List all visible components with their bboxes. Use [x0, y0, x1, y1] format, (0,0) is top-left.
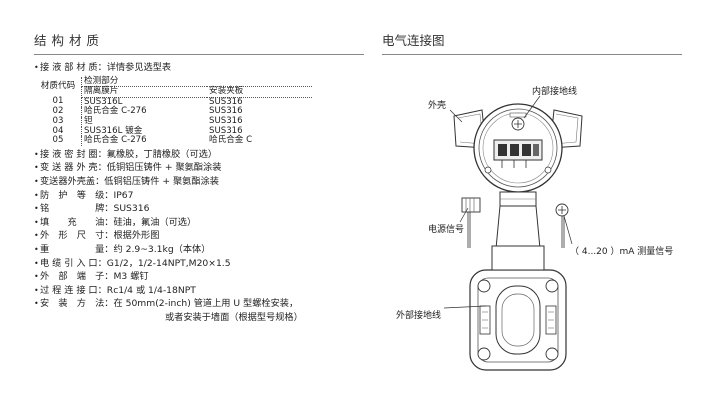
flange-bolt: [477, 347, 491, 361]
cable-left: [467, 212, 471, 248]
flange-bolt: [477, 279, 491, 293]
terminal-2: [510, 144, 519, 156]
terminal-3: [522, 144, 531, 156]
table-row: 05 哈氏合金 C-276 哈氏合金 C: [36, 136, 312, 146]
table-row: 01 SUS316L SUS316: [36, 96, 312, 108]
row-flange: SUS316: [209, 106, 243, 117]
electrical-connection-section: 电气连接图: [382, 30, 682, 390]
spec-housing-cover: 变送器外壳盖：低铜铝压铸件 + 聚氨酯涂装: [34, 175, 364, 189]
cable-gland-left: [461, 197, 481, 213]
sensor-body: [491, 245, 545, 271]
label-power-signal: 电源信号: [428, 223, 464, 235]
row-diaphragm: SUS316L: [81, 97, 207, 108]
spec-weight: 重 量：约 2.9~3.1kg（本体）: [34, 243, 364, 257]
row-diaphragm: 哈氏合金 C-276: [81, 136, 207, 146]
code-header: 材质代码: [40, 81, 76, 92]
terminal-1: [498, 144, 507, 156]
section-title: 电气连接图: [382, 30, 682, 55]
spec-nameplate: 铭 牌：SUS316: [34, 202, 364, 216]
row-flange: SUS316: [209, 96, 243, 107]
group-header: 检测部分: [81, 76, 312, 88]
row-code: 02: [52, 106, 64, 117]
table-row: 03 钽 SUS316: [36, 115, 312, 127]
spec-process-connection: 过 程 连 接 口：Rc1/4 或 1/4-18NPT: [34, 284, 364, 298]
table-row: 04 SUS316L 镀金 SUS316: [36, 125, 312, 137]
row-flange: 哈氏合金 C: [209, 135, 253, 146]
row-diaphragm: 钽: [81, 116, 207, 127]
connection-diagram: 外壳 内部接地线 电源信号 （ 4...20 ）mA 测量信号 外部接地线: [396, 85, 673, 371]
label-external-ground: 外部接地线: [396, 309, 441, 321]
process-port: [495, 285, 541, 355]
spec-mounting: 安 装 方 法：在 50mm(2-inch) 管道上用 U 型螺栓安装，: [34, 297, 364, 311]
row-code: 05: [52, 135, 64, 146]
leader-measure-signal: [563, 215, 573, 245]
leader-external-ground: [443, 305, 487, 309]
spec-terminal: 外 部 端 子：M3 螺钉: [34, 270, 364, 284]
spec-list: 接 液 密 封 圈：氟橡胶，丁腈橡胶（可选） 变 送 器 外 壳：低铜铝压铸件 …: [34, 148, 364, 325]
row-diaphragm: SUS316L 镀金: [81, 126, 207, 137]
col-flange-header: 安装夹板: [207, 87, 312, 98]
spec-housing: 变 送 器 外 壳：低铜铝压铸件 + 聚氨酯涂装: [34, 161, 364, 175]
leader-power-signal: [459, 207, 469, 223]
leader-internal-ground: [523, 95, 541, 119]
label-measure-signal: （ 4...20 ）mA 测量信号: [570, 245, 673, 257]
table-header-row: 材质代码 检测部分: [36, 76, 312, 91]
table-row: 02 哈氏合金 C-276 SUS316: [36, 107, 312, 117]
section-title: 结 构 材 质: [34, 30, 364, 55]
spec-mounting-continuation: 或者安装于墙面（根据型号规格）: [165, 311, 303, 323]
structure-material-section: 结 构 材 质 接 液 部 材 质：详情参见选型表 材质代码 检测部分 隔离膜片…: [34, 30, 364, 324]
spec-wetted-material: 接 液 部 材 质：详情参见选型表: [34, 61, 364, 75]
col-diaphragm-header: 隔离膜片: [81, 87, 207, 98]
spec-cable-entry: 电 缆 引 入 口：G1/2，1/2-14NPT,M20×1.5: [34, 257, 364, 271]
row-code: 03: [52, 115, 64, 126]
row-flange: SUS316: [209, 125, 243, 136]
row-code: 01: [52, 96, 64, 107]
label-housing: 外壳: [428, 99, 446, 111]
spec-protection: 防 护 等 级：IP67: [34, 189, 364, 203]
spec-dimensions: 外 形 尺 寸：根据外形图: [34, 229, 364, 243]
spec-seal: 接 液 密 封 圈：氟橡胶，丁腈橡胶（可选）: [34, 148, 364, 162]
row-diaphragm: 哈氏合金 C-276: [81, 107, 207, 117]
label-internal-ground: 内部接地线: [532, 85, 577, 97]
material-table: 材质代码 检测部分 隔离膜片 安装夹板 01 SUS316L SUS316 02…: [36, 76, 312, 146]
row-code: 04: [52, 125, 64, 136]
leader-housing: [449, 109, 463, 123]
flange-bolt: [545, 347, 559, 361]
spec-fill-oil: 填 充 油：硅油，氟油（可选）: [34, 216, 364, 230]
spec-list-top: 接 液 部 材 质：详情参见选型表: [34, 61, 364, 75]
row-flange: SUS316: [209, 115, 243, 126]
table-subheader-row: 隔离膜片 安装夹板: [36, 87, 312, 98]
flange-bolt: [545, 279, 559, 293]
